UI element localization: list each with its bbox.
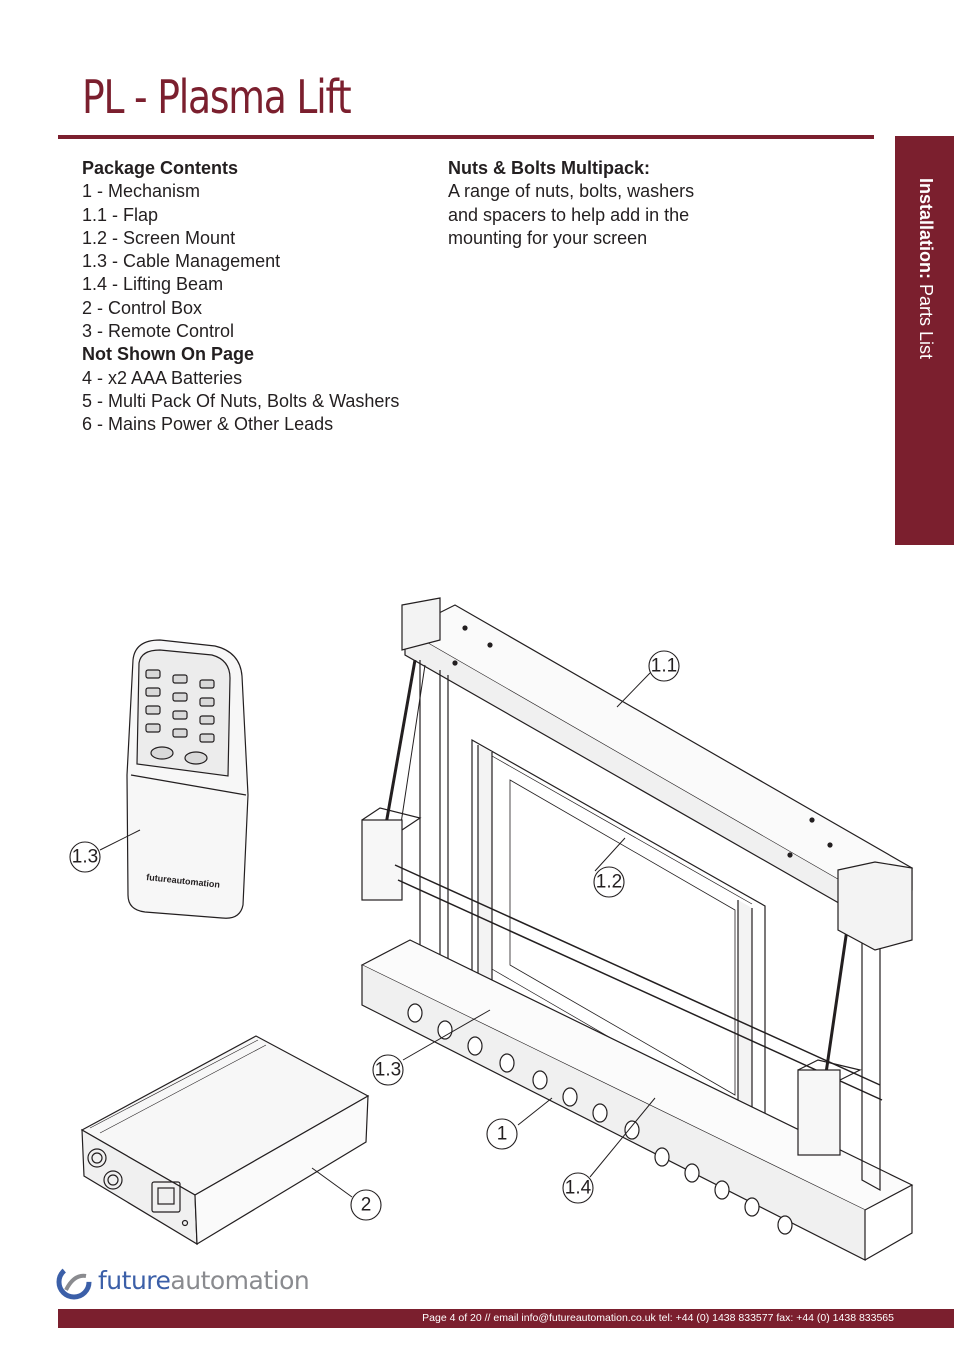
package-contents: Package Contents 1 - Mechanism 1.1 - Fla… xyxy=(82,157,442,437)
logo-swirl-icon xyxy=(56,1264,92,1300)
list-item: 1.4 - Lifting Beam xyxy=(82,274,224,295)
nuts-bolts-line: and spacers to help add in the xyxy=(448,204,690,225)
list-item: 1 - Mechanism xyxy=(82,181,201,202)
list-item: 4 - x2 AAA Batteries xyxy=(82,367,243,388)
nuts-bolts-line: mounting for your screen xyxy=(448,227,648,248)
section-tab-label: Installation: Parts List xyxy=(915,178,936,359)
list-item: 6 - Mains Power & Other Leads xyxy=(82,414,334,435)
callout-leaders xyxy=(99,672,656,1198)
callout-lifting-beam: 1.4 xyxy=(565,1178,592,1199)
callout-cable-management: 1.3 xyxy=(375,1060,401,1081)
control-box-drawing xyxy=(80,1035,370,1246)
parts-diagram-svg: futureautomation xyxy=(69,597,914,1261)
list-item: 2 - Control Box xyxy=(82,297,203,318)
page-title: PL - Plasma Lift xyxy=(82,70,352,124)
logo-wordmark: futureautomation xyxy=(98,1266,310,1295)
list-item: 3 - Remote Control xyxy=(82,321,235,342)
callout-screen-mount: 1.2 xyxy=(596,872,622,893)
section-tab-section: Installation: xyxy=(916,178,936,280)
footer-contact-text: Page 4 of 20 // email info@futureautomat… xyxy=(422,1312,894,1324)
list-item: 1.2 - Screen Mount xyxy=(82,227,236,248)
nuts-bolts-line: A range of nuts, bolts, washers xyxy=(448,181,695,202)
callout-flap: 1.1 xyxy=(651,656,677,677)
footer-bar: Page 4 of 20 // email info@futureautomat… xyxy=(58,1309,954,1328)
nuts-bolts-heading: Nuts & Bolts Multipack: xyxy=(448,158,651,178)
callout-remote: 1.3 xyxy=(72,847,98,868)
list-item: 1.3 - Cable Management xyxy=(82,251,281,272)
company-logo: futureautomation xyxy=(56,1262,316,1302)
callout-mechanism: 1 xyxy=(497,1124,508,1145)
parts-diagram: futureautomation xyxy=(0,560,954,1280)
not-shown-heading: Not Shown On Page xyxy=(82,344,255,365)
title-divider xyxy=(58,135,874,139)
list-item: 5 - Multi Pack Of Nuts, Bolts & Washers xyxy=(82,390,400,411)
logo-wordmark-bold: future xyxy=(98,1266,171,1295)
remote-control-drawing: futureautomation xyxy=(126,639,249,919)
section-tab-topic: Parts List xyxy=(916,284,936,360)
package-contents-heading: Package Contents xyxy=(82,158,239,178)
nuts-bolts-section: Nuts & Bolts Multipack: A range of nuts,… xyxy=(448,157,738,250)
callout-circles xyxy=(69,650,680,1221)
list-item: 1.1 - Flap xyxy=(82,204,159,225)
section-tab xyxy=(895,136,954,545)
mechanism-drawing xyxy=(360,597,914,1261)
callout-control-box: 2 xyxy=(361,1195,372,1216)
logo-wordmark-light: automation xyxy=(170,1266,310,1295)
